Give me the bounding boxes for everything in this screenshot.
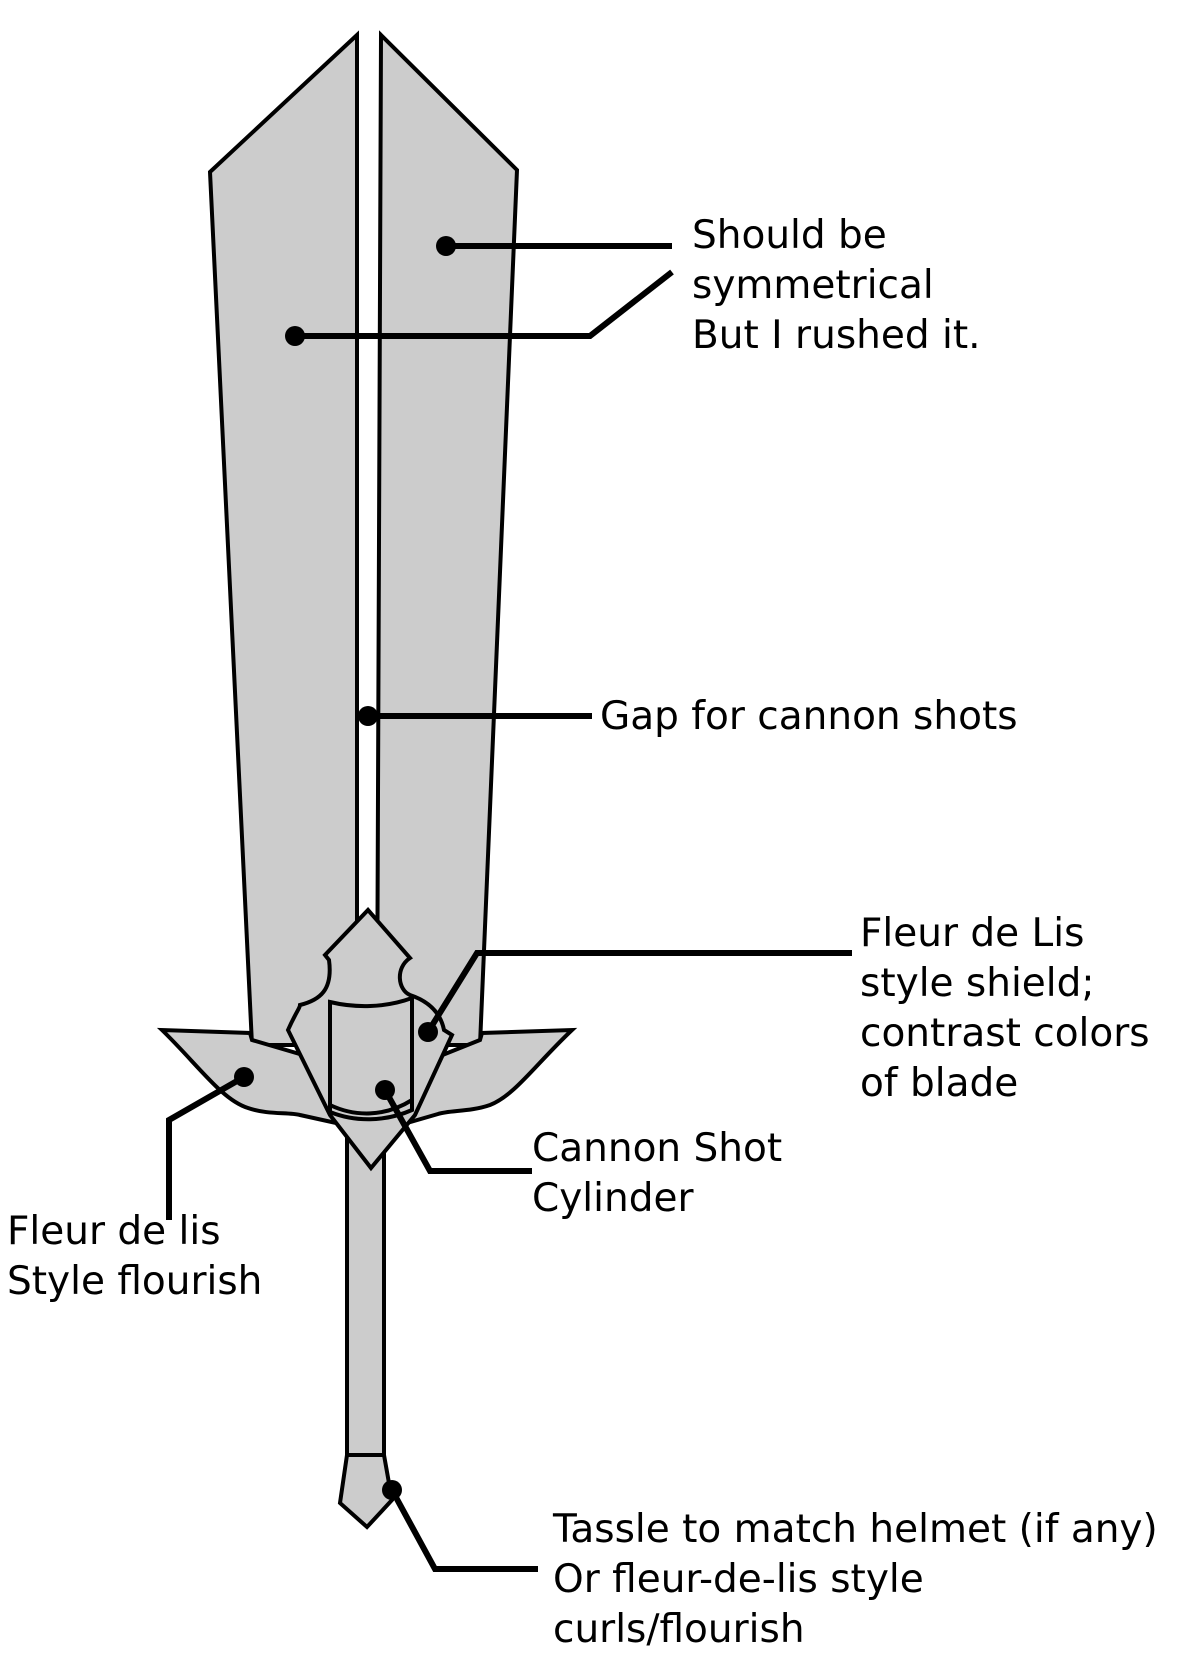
annotation-line: Gap for cannon shots <box>600 694 1018 739</box>
leader-tassle <box>389 1488 538 1572</box>
blade-left-half <box>207 30 359 1047</box>
annotation-line: Fleur de Lis <box>860 911 1085 956</box>
annotation-symmetry: Should be symmetrical But I rushed it. <box>692 211 981 361</box>
dot-shield <box>418 1022 438 1042</box>
dot-gap <box>358 706 378 726</box>
annotation-cylinder: Cannon Shot Cylinder <box>532 1124 782 1224</box>
annotation-line: But I rushed it. <box>692 313 981 358</box>
annotation-line: Or fleur-de-lis style <box>553 1557 924 1602</box>
dot-symmetry-lower <box>285 326 305 346</box>
annotation-line: Cylinder <box>532 1176 694 1221</box>
annotation-line: symmetrical <box>692 263 934 308</box>
dot-symmetry-upper <box>436 236 456 256</box>
annotation-line: Fleur de lis <box>7 1209 221 1254</box>
grip <box>345 1128 386 1457</box>
annotation-line: Style flourish <box>7 1259 263 1304</box>
dot-cylinder <box>375 1080 395 1100</box>
dot-flourish <box>234 1067 254 1087</box>
annotation-tassle: Tassle to match helmet (if any) Or fleur… <box>553 1505 1158 1655</box>
annotation-line: curls/flourish <box>553 1607 805 1652</box>
cannon-shot-cylinder <box>328 995 414 1122</box>
blade-right-half <box>374 30 520 1047</box>
annotation-line: Cannon Shot <box>532 1126 783 1171</box>
annotation-line: contrast colors <box>860 1011 1150 1056</box>
fleur-de-lis-flourish-right <box>396 1027 578 1129</box>
annotation-shield: Fleur de Lis style shield; contrast colo… <box>860 909 1150 1109</box>
annotation-line: of blade <box>860 1061 1019 1106</box>
leader-flourish <box>166 1074 246 1220</box>
annotation-flourish: Fleur de lis Style flourish <box>7 1207 262 1307</box>
dot-tassle <box>382 1480 402 1500</box>
annotation-line: Tassle to match helmet (if any) <box>553 1507 1158 1552</box>
cylinder-edge <box>329 1098 414 1116</box>
leader-cylinder <box>382 1088 532 1174</box>
leader-symmetry-lower <box>295 269 674 339</box>
leader-shield <box>425 950 852 1034</box>
annotation-line: Should be <box>692 213 887 258</box>
annotation-gap: Gap for cannon shots <box>600 692 1018 742</box>
annotation-line: style shield; <box>860 961 1095 1006</box>
